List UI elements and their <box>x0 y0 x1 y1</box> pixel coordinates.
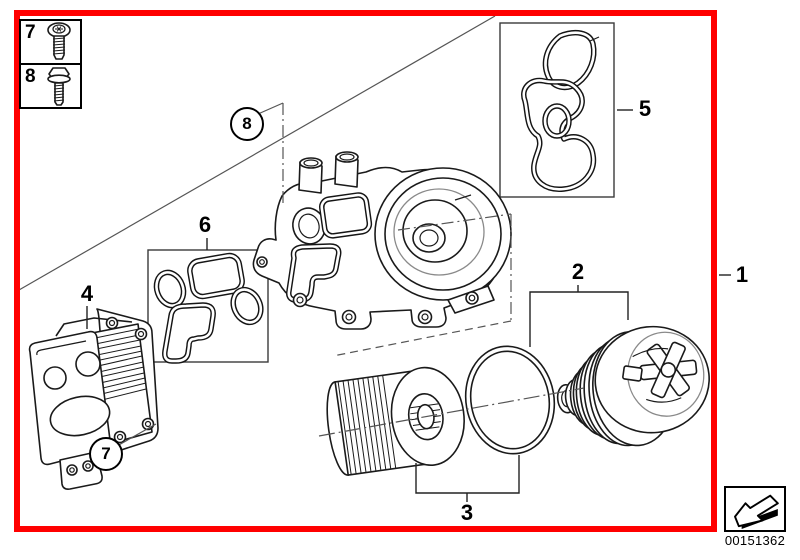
gasket-set-cooler-box <box>147 249 268 362</box>
callout-3[interactable]: 3 <box>460 500 474 525</box>
legend-number-8[interactable]: 8 <box>25 66 36 87</box>
divider-diagonal-line <box>18 15 496 291</box>
fastener-legend-box: 7 8 <box>19 19 82 109</box>
callout-4[interactable]: 4 <box>80 281 94 306</box>
gasket-set-housing-box <box>499 22 615 198</box>
assembly-frame-border <box>14 10 717 532</box>
callout-7-number: 7 <box>101 444 111 463</box>
oil-cooler-drawing <box>28 308 159 490</box>
torx-screw-icon <box>47 22 71 60</box>
legend-row-screw: 7 <box>21 21 80 65</box>
legend-number-7[interactable]: 7 <box>25 22 36 43</box>
callout-2[interactable]: 2 <box>571 259 585 284</box>
callout-leader-lines <box>86 102 731 502</box>
callout-6[interactable]: 6 <box>198 212 212 237</box>
callout-5[interactable]: 5 <box>638 96 652 121</box>
stamp-box <box>724 486 786 532</box>
callout-1[interactable]: 1 <box>735 262 749 287</box>
oil-filter-element-drawing <box>326 366 465 476</box>
oil-filter-housing-drawing <box>252 151 512 330</box>
o-ring-drawing <box>464 345 556 455</box>
stamp-arrow-icon <box>734 494 779 529</box>
callout-circle-8[interactable]: 8 <box>230 107 264 141</box>
callout-8-number: 8 <box>242 114 252 133</box>
callout-circle-7[interactable]: 7 <box>89 437 123 471</box>
filter-cap-drawing <box>556 325 710 447</box>
housing-gasket-small <box>545 33 600 88</box>
hex-flange-bolt-icon <box>47 67 71 106</box>
legend-row-bolt: 8 <box>21 65 80 107</box>
cap-star-drive <box>622 341 698 403</box>
document-number: 00151362 <box>724 533 786 548</box>
